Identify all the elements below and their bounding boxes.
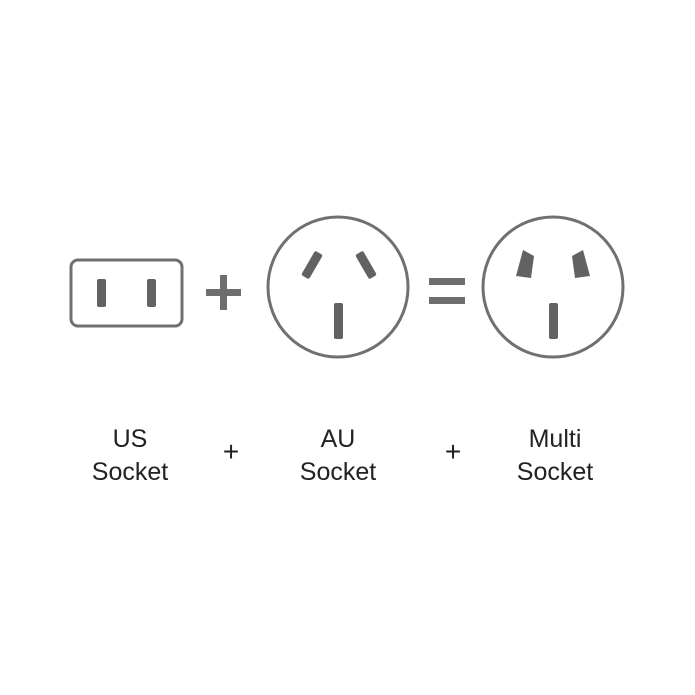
us-socket-label: US Socket	[60, 423, 200, 489]
au-socket-label: AU Socket	[268, 423, 408, 489]
multi-socket-earth-slot	[549, 303, 558, 339]
multi-socket-left-slot	[516, 250, 534, 278]
us-socket-label-line1: US	[112, 425, 148, 453]
au-socket-left-slot	[301, 251, 323, 279]
us-socket-left-slot	[97, 279, 106, 307]
plus-icon	[206, 275, 241, 310]
multi-socket-label-line2: Socket	[516, 458, 594, 486]
au-socket-earth-slot	[334, 303, 343, 339]
au-socket-label-line1: AU	[320, 425, 356, 453]
multi-socket-label: Multi Socket	[485, 423, 625, 489]
au-socket-right-slot	[355, 251, 377, 279]
au-socket-icon	[266, 215, 410, 359]
equals-icon	[429, 278, 465, 304]
multi-socket-icon	[481, 215, 625, 359]
us-socket-right-slot	[147, 279, 156, 307]
plus-text-1: +	[222, 436, 240, 467]
au-socket-label-line2: Socket	[299, 458, 377, 486]
plus-text-2: +	[444, 436, 462, 467]
us-socket-label-line2: Socket	[91, 458, 169, 486]
multi-socket-right-slot	[572, 250, 590, 278]
multi-socket-label-line1: Multi	[528, 425, 582, 453]
us-socket-icon	[69, 258, 184, 328]
